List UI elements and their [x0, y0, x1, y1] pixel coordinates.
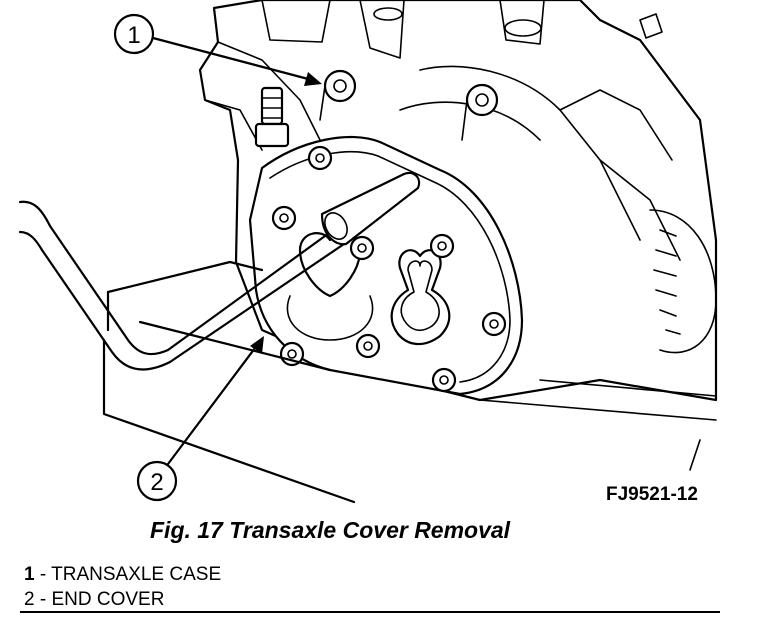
- bench-drawing: [102, 260, 356, 504]
- legend-item-1-number: 1: [24, 564, 35, 585]
- legend-item-1-label: TRANSAXLE CASE: [51, 564, 222, 585]
- callout-2: 2: [136, 336, 264, 502]
- pry-bar-drawing: [18, 171, 421, 371]
- legend-separator: -: [34, 589, 52, 610]
- legend-item-2: 2 - END COVER: [24, 587, 221, 612]
- figure-code: FJ9521-12: [606, 484, 698, 505]
- legend-item-1: 1 - TRANSAXLE CASE: [24, 562, 221, 587]
- legend-item-2-number: 2: [24, 589, 35, 610]
- figure-caption: Fig. 17 Transaxle Cover Removal: [150, 517, 511, 543]
- callout-2-number: 2: [150, 469, 163, 496]
- legend-separator: -: [34, 564, 52, 585]
- callout-1-number: 1: [127, 22, 140, 49]
- transaxle-illustration: 1 2 FJ9521-12: [18, 0, 718, 505]
- end-cover-drawing: [248, 135, 524, 396]
- callout-1: 1: [113, 13, 322, 86]
- bottom-rule: [20, 611, 720, 613]
- legend: 1 - TRANSAXLE CASE 2 - END COVER: [24, 562, 221, 612]
- legend-item-2-label: END COVER: [51, 589, 165, 610]
